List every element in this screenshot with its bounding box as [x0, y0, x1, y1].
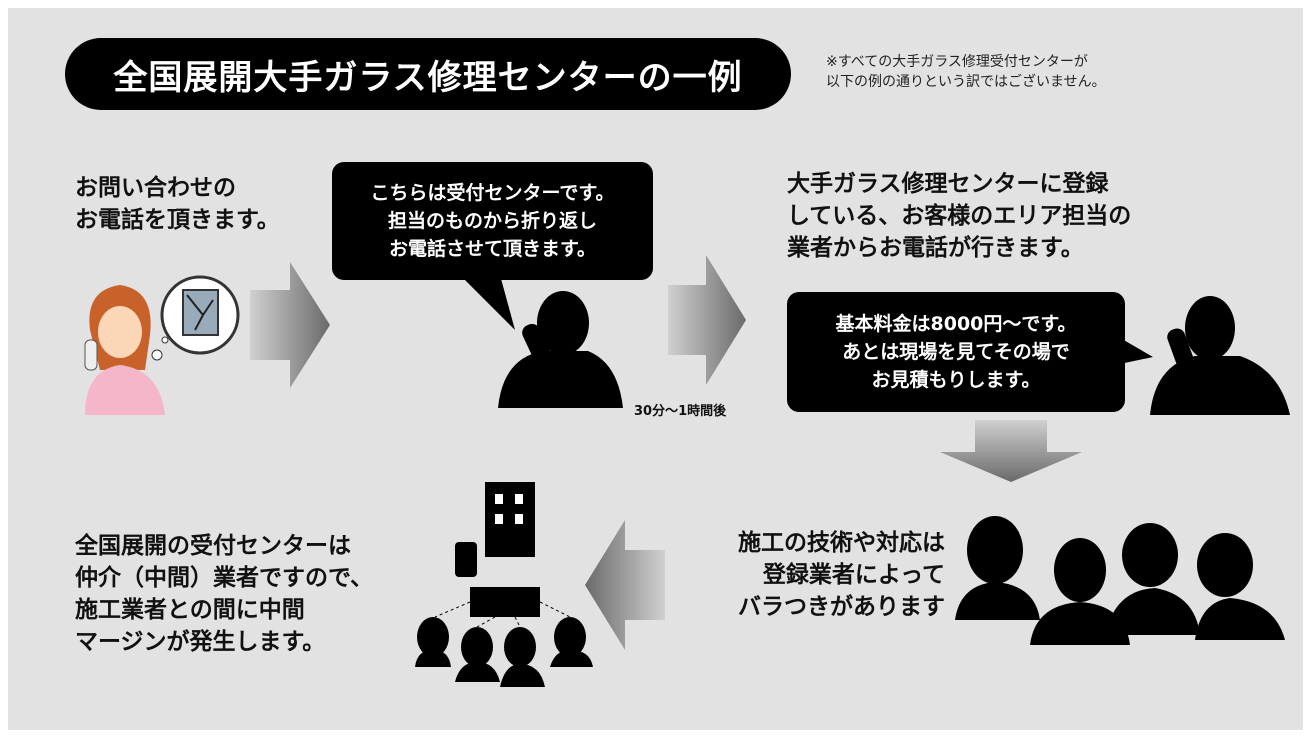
- woman-on-phone-illustration: [84, 275, 240, 415]
- text-line: 業者からお電話が行きます。: [787, 235, 1084, 261]
- text-line: 仲介（中間）業者ですので、: [75, 565, 374, 591]
- arrow-left-icon: [585, 520, 665, 650]
- arrow-right-icon: [668, 255, 746, 385]
- text-line: 施工業者との間に中間: [75, 597, 305, 623]
- contractor-silhouette-icon: [1150, 296, 1290, 415]
- reception-speech-bubble: こちらは受付センターです。 担当のものから折り返し お電話させて頂きます。: [332, 162, 653, 280]
- operator-silhouette-icon: [498, 291, 623, 408]
- arrow-down-icon: [940, 420, 1082, 482]
- page-title: 全国展開大手ガラス修理センターの一例: [65, 38, 791, 110]
- text-line: こちらは受付センターです。: [370, 182, 615, 204]
- disclaimer-note: ※すべての大手ガラス修理受付センターが 以下の例の通りという訳ではございません。: [826, 52, 1106, 92]
- text-line: 全国展開の受付センターは: [75, 533, 351, 559]
- step-customer-call-text: お問い合わせの お電話を頂きます。: [75, 172, 280, 236]
- arrow-right-icon: [250, 262, 330, 388]
- bubble-tail: [1115, 335, 1153, 365]
- text-line: 施工の技術や対応は: [738, 530, 945, 556]
- bubble-tail: [460, 275, 515, 330]
- text-line: 登録業者によって: [762, 562, 945, 588]
- text-line: 大手ガラス修理センターに登録: [787, 171, 1109, 197]
- text-line: 担当のものから折り返し: [387, 210, 597, 232]
- contractors-group-silhouette-icon: [955, 516, 1285, 645]
- text-line: お問い合わせの: [75, 175, 236, 201]
- text-line: お電話させて頂きます。: [388, 238, 597, 260]
- text-line: マージンが発生します。: [75, 629, 326, 655]
- text-line: あとは現場を見てその場で: [842, 341, 1070, 363]
- delay-label: 30分〜1時間後: [634, 404, 727, 419]
- text-line: 基本料金は8000円〜です。: [835, 313, 1077, 335]
- note-line: 以下の例の通りという訳ではございません。: [826, 74, 1106, 90]
- text-line: バラつきがあります: [738, 594, 945, 620]
- contractor-call-text: 大手ガラス修理センターに登録 している、お客様のエリア担当の 業者からお電話が行…: [787, 168, 1131, 264]
- intermediary-structure-illustration: [415, 482, 593, 687]
- contractor-speech-bubble: 基本料金は8000円〜です。 あとは現場を見てその場で お見積もりします。: [787, 292, 1125, 412]
- text-line: お電話を頂きます。: [75, 207, 280, 233]
- intermediary-margin-text: 全国展開の受付センターは 仲介（中間）業者ですので、 施工業者との間に中間 マー…: [75, 530, 373, 658]
- note-line: ※すべての大手ガラス修理受付センターが: [826, 54, 1088, 70]
- text-line: お見積もりします。: [871, 369, 1041, 391]
- quality-variance-text: 施工の技術や対応は 登録業者によって バラつきがあります: [660, 527, 945, 623]
- text-line: している、お客様のエリア担当の: [787, 203, 1132, 229]
